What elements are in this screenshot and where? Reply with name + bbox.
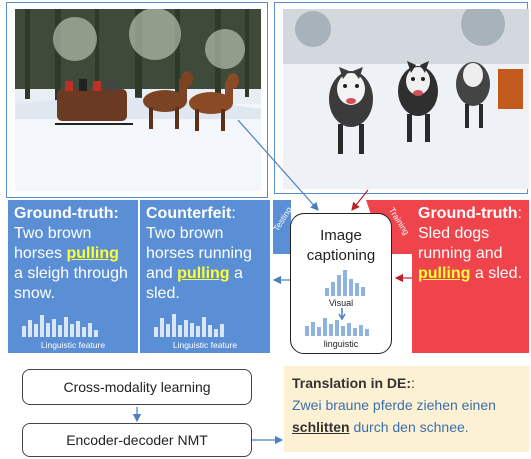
feature-bar (40, 315, 44, 337)
photo-horse-sleigh-frame (6, 2, 268, 198)
feature-bar (347, 323, 351, 336)
feature-bar (34, 323, 38, 337)
translation-line-1: Zwei braune pferde ziehen einen (292, 397, 496, 413)
feature-bar (28, 320, 32, 337)
linguistic-feature-bars-counterfeit (154, 314, 224, 337)
highlight-word-pulling: pulling (66, 245, 119, 262)
ground-truth-left-caption: Ground-truth: Two brown horses pulling a… (14, 204, 132, 304)
cross-modality-learning-box: Cross-modality learning (22, 369, 252, 405)
feature-bar (178, 325, 182, 337)
sled-dogs-image (283, 9, 529, 189)
feature-bar (46, 322, 50, 337)
visual-feature-bars (325, 270, 365, 296)
counterfeit-heading: Counterfeit (146, 205, 232, 222)
feature-bar (52, 319, 56, 337)
caption-part-1: Two brown horses running and (146, 225, 252, 282)
testing-tag: Testing (271, 200, 294, 254)
counterfeit-caption: Counterfeit: Two brown horses running an… (146, 204, 264, 304)
feature-bar (208, 325, 212, 337)
ground-truth-right-panel: Ground-truth: Sled dogs running and pull… (412, 200, 529, 353)
feature-bar (341, 326, 345, 336)
feature-bar (331, 281, 335, 296)
image-captioning-box: Image captioning Visual linguistic (290, 213, 392, 354)
feature-bar (94, 329, 98, 337)
feature-bar (160, 317, 164, 337)
counterfeit-panel: Counterfeit: Two brown horses running an… (140, 200, 270, 353)
feature-bar (172, 314, 176, 337)
feature-bar (184, 320, 188, 337)
down-arrow-icon (338, 308, 346, 320)
image-captioning-title: Image captioning (306, 227, 376, 264)
encoder-decoder-nmt-label: Encoder-decoder NMT (66, 432, 208, 448)
encoder-decoder-nmt-box: Encoder-decoder NMT (22, 423, 252, 457)
highlight-word-pulling: pulling (177, 265, 230, 282)
ground-truth-right-heading: Ground-truth (418, 205, 518, 222)
feature-bar (70, 323, 74, 337)
caption-part-1: Two brown horses (14, 225, 92, 262)
ground-truth-right-colon: : (517, 205, 522, 222)
feature-bar (82, 327, 86, 337)
caption-part-1: Sled dogs running and (418, 225, 503, 262)
feature-bar (220, 323, 224, 337)
feature-bar (337, 275, 341, 296)
feature-bar (359, 325, 363, 336)
feature-bar (166, 323, 170, 337)
ground-truth-left-heading: Ground-truth: (14, 205, 119, 222)
translation-colon: : (411, 375, 415, 391)
cross-modality-learning-label: Cross-modality learning (63, 379, 211, 395)
feature-bar (22, 326, 26, 337)
translation-box: Translation in DE:: Zwei braune pferde z… (284, 366, 529, 452)
feature-bar (202, 316, 206, 337)
feature-bar (305, 326, 309, 336)
feature-bar (190, 322, 194, 337)
photo-sled-dogs-frame (274, 2, 529, 194)
horse-sleigh-image (15, 9, 261, 191)
feature-bar (154, 327, 158, 337)
linguistic-feature-label-left: Linguistic feature (40, 340, 106, 350)
caption-part-2: a sled. (146, 265, 243, 302)
linguistic-feature-bars-center (305, 318, 369, 336)
feature-bar (329, 324, 333, 336)
feature-bar (323, 318, 327, 336)
feature-bar (325, 288, 329, 296)
translation-heading: Translation in DE: (292, 375, 412, 391)
feature-bar (335, 320, 339, 336)
feature-bar (317, 327, 321, 336)
feature-bar (365, 329, 369, 336)
feature-bar (64, 316, 68, 337)
linguistic-label: linguistic (323, 339, 359, 349)
arrow-dogs-to-captioning (351, 189, 369, 211)
translation-word-schlitten: schlitten (292, 419, 350, 435)
linguistic-feature-bars-left (22, 315, 98, 337)
feature-bar (343, 270, 347, 296)
feature-bar (58, 325, 62, 337)
ground-truth-left-panel: Ground-truth: Two brown horses pulling a… (8, 200, 138, 353)
arrow-photo-to-captioning (237, 119, 319, 211)
feature-bar (361, 286, 365, 296)
feature-bar (353, 328, 357, 336)
feature-bar (196, 326, 200, 337)
feature-bar (355, 283, 359, 296)
counterfeit-colon: : (231, 205, 236, 222)
feature-bar (88, 322, 92, 337)
feature-bar (214, 328, 218, 337)
caption-part-2: a sleigh through snow. (14, 265, 128, 302)
visual-label: Visual (328, 298, 354, 308)
feature-bar (349, 279, 353, 296)
ground-truth-right-caption: Ground-truth: Sled dogs running and pull… (418, 204, 523, 284)
caption-part-2: a sled. (470, 265, 523, 282)
linguistic-feature-label-counterfeit: Linguistic feature (172, 340, 238, 350)
feature-bar (311, 322, 315, 336)
highlight-word-pulling: pulling (418, 265, 471, 282)
translation-rest: durch den schnee. (349, 419, 469, 435)
feature-bar (76, 321, 80, 337)
